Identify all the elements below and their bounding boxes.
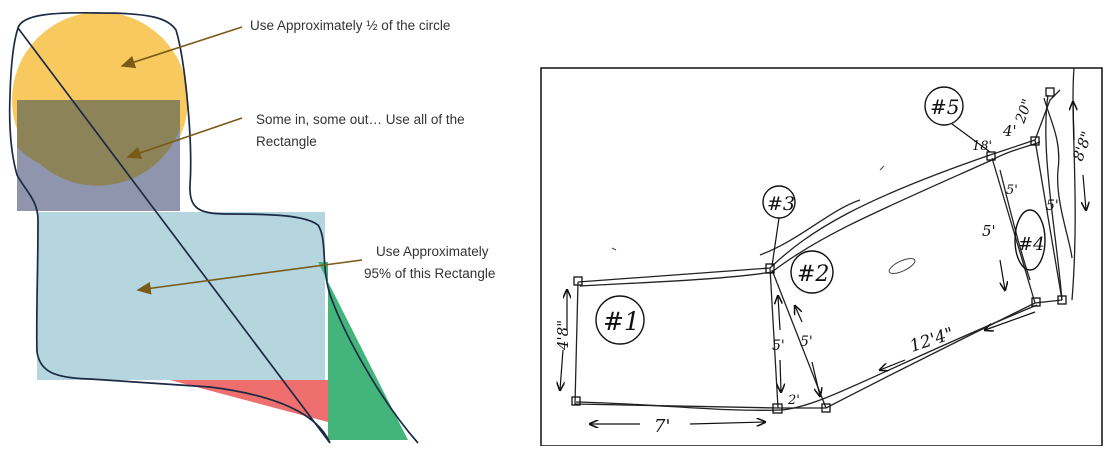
annotation-big-rectangle-line2: 95% of this Rectangle	[364, 266, 495, 281]
area-label-2-text: #2	[797, 262, 829, 287]
dim-area4-left: 5'	[982, 222, 996, 240]
shape-big-rectangle	[37, 212, 325, 380]
dim-top-a: 18'	[972, 139, 992, 154]
arrow-big-rectangle	[136, 259, 363, 295]
annotation-circle: Use Approximately ½ of the circle	[250, 18, 450, 33]
annotation-big-rectangle-line1: Use Approximately	[376, 244, 489, 259]
area-label-1: #1	[595, 295, 645, 345]
dim-bottom-left: 7'	[654, 416, 670, 437]
shape-green-triangle	[318, 262, 408, 440]
area-label-4-text: #4	[1018, 234, 1045, 255]
corner-markers	[571, 87, 1067, 414]
area-label-3: #3	[762, 185, 796, 267]
arrow-small-rectangle	[126, 117, 243, 159]
area-label-1-text: #1	[603, 307, 640, 336]
dim-top-b: 4'	[1002, 122, 1017, 140]
dim-mid-vertical: 5'	[772, 338, 785, 354]
dim-left-height: 4'8"	[554, 320, 572, 351]
shape-circle-rectangle-overlap	[17, 100, 180, 186]
annotation-small-rectangle-line1: Some in, some out… Use all of the	[256, 112, 465, 127]
dim-mid-diagonal: 5'	[800, 334, 813, 350]
area-label-2: #2	[790, 250, 834, 294]
sketch-border	[540, 67, 1103, 447]
area-label-5: #5	[924, 86, 991, 153]
region-outline	[8, 11, 419, 444]
pencil-marks	[611, 165, 916, 274]
dim-area4-mid: 5'	[1006, 183, 1018, 198]
area-label-5-text: #5	[930, 95, 959, 119]
dimension-arrows	[560, 102, 1086, 424]
arrow-circle	[120, 26, 243, 69]
area-label-4: #4	[1014, 209, 1046, 271]
shape-red-triangle	[170, 380, 328, 422]
annotation-small-rectangle-line2: Rectangle	[256, 134, 317, 149]
hand-sketch-diagram: #1 #2 #3 #4 #5	[540, 67, 1103, 447]
dim-area4-right: 5'	[1046, 198, 1059, 214]
area-estimation-diagram: Use Approximately ½ of the circle Some i…	[8, 11, 495, 444]
dim-small-bottom: 2'	[787, 393, 800, 408]
area-label-3-text: #3	[767, 193, 795, 215]
